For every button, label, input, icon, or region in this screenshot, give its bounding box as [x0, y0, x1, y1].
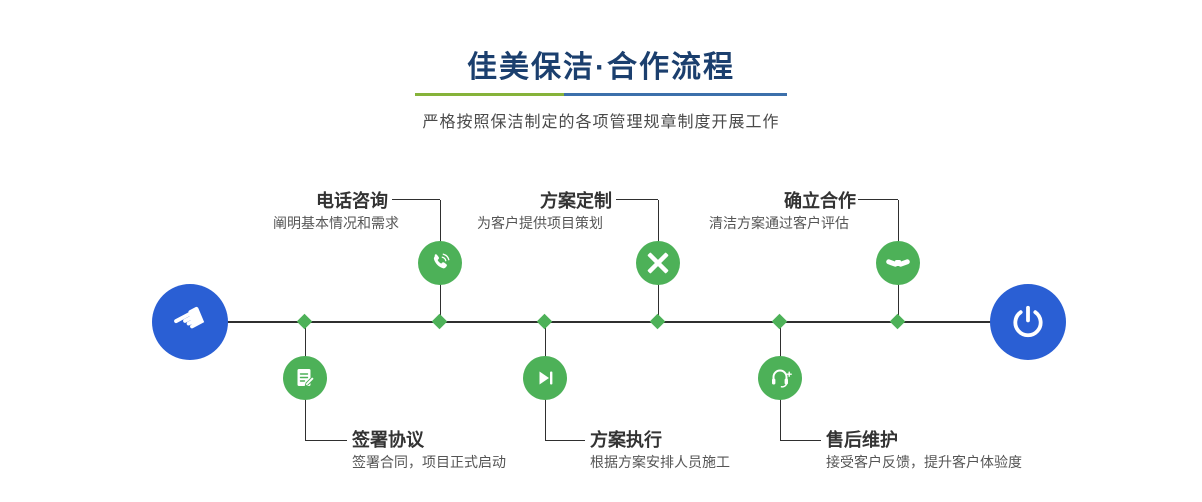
connector-diamond	[649, 313, 666, 330]
flow-start-node: ☚	[152, 284, 228, 360]
step-desc-plan-custom: 为客户提供项目策划	[477, 215, 603, 231]
connector-line	[545, 440, 585, 441]
step-title-plan-execute: 方案执行	[590, 430, 662, 450]
handshake-icon	[886, 251, 910, 275]
flow-end-node	[990, 284, 1066, 360]
step-desc-establish-coop: 清洁方案通过客户评估	[709, 215, 849, 231]
step-node-plan-execute	[523, 356, 567, 400]
power-icon	[1009, 303, 1047, 341]
headset-service-icon	[768, 366, 792, 390]
step-title-after-sales: 售后维护	[826, 430, 898, 450]
underline-blue-segment	[563, 93, 787, 96]
connector-line	[305, 440, 347, 441]
connector-diamond	[431, 313, 448, 330]
connector-diamond	[889, 313, 906, 330]
step-desc-after-sales: 接受客户反馈，提升客户体验度	[826, 454, 1022, 470]
step-title-plan-custom: 方案定制	[540, 191, 612, 211]
hand-pointer-icon: ☚	[163, 292, 215, 348]
connector-line	[392, 199, 440, 200]
step-title-establish-coop: 确立合作	[784, 191, 856, 211]
step-title-phone-consult: 电话咨询	[316, 191, 388, 211]
step-desc-plan-execute: 根据方案安排人员施工	[590, 454, 730, 470]
step-node-establish-coop	[876, 241, 920, 285]
step-title-sign-agreement: 签署协议	[352, 430, 424, 450]
connector-line	[616, 199, 658, 200]
step-node-after-sales	[758, 356, 802, 400]
title-underline	[415, 93, 787, 96]
connector-line	[780, 440, 821, 441]
connector-line	[858, 199, 898, 200]
play-forward-icon	[533, 366, 557, 390]
connector-diamond	[771, 313, 788, 330]
connector-diamond	[536, 313, 553, 330]
timeline-line	[190, 321, 1028, 323]
step-node-phone-consult	[418, 241, 462, 285]
step-desc-sign-agreement: 签署合同，项目正式启动	[352, 454, 506, 470]
phone-icon	[428, 251, 452, 275]
pencil-ruler-icon	[646, 251, 670, 275]
step-desc-phone-consult: 阐明基本情况和需求	[273, 215, 399, 231]
page-title: 佳美保洁·合作流程	[467, 51, 735, 84]
connector-diamond	[296, 313, 313, 330]
step-node-sign-agreement	[283, 356, 327, 400]
contract-pen-icon	[293, 366, 317, 390]
underline-green-segment	[415, 93, 564, 96]
step-node-plan-custom	[636, 241, 680, 285]
page-subtitle: 严格按照保洁制定的各项管理规章制度开展工作	[422, 114, 780, 131]
